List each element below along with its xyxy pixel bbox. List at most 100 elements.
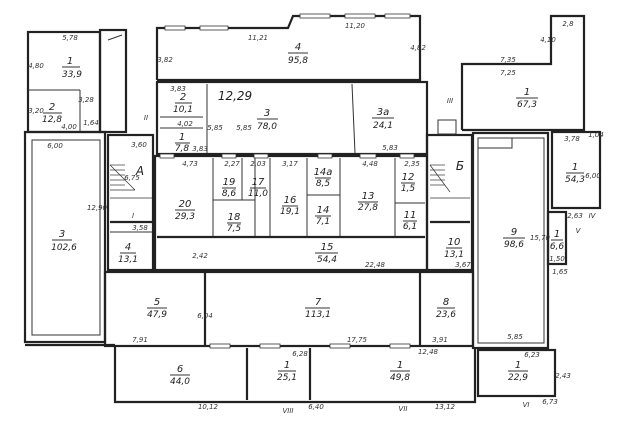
dimension: 3,17 bbox=[282, 160, 298, 168]
dimension: 7,35 bbox=[500, 56, 516, 64]
dimension: 17,75 bbox=[347, 336, 368, 344]
room-4-top: 4 95,8 bbox=[155, 13, 422, 82]
room-number: 13 bbox=[362, 191, 375, 202]
dimension: 7,25 bbox=[500, 69, 516, 77]
section-marker: VI bbox=[523, 401, 530, 409]
room-area: 25,1 bbox=[277, 373, 297, 383]
room-area: 7,8 bbox=[175, 144, 190, 154]
dimension: 12,48 bbox=[418, 348, 439, 356]
dimension: 12,90 bbox=[87, 204, 108, 212]
room-area: 27,8 bbox=[358, 203, 378, 213]
dimension: 4,10 bbox=[540, 36, 556, 44]
room-2-top-left: 2 12,8 bbox=[42, 102, 62, 125]
room-area: 8,5 bbox=[316, 179, 331, 189]
room-1-top-right: 167,3 bbox=[460, 14, 586, 132]
dimension: 5,85 bbox=[207, 124, 223, 132]
room-number: 1 bbox=[397, 360, 403, 371]
dimension: 15,70 bbox=[530, 234, 551, 242]
dimension: 4,82 bbox=[410, 44, 426, 52]
room-area: 6,6 bbox=[550, 242, 565, 252]
dimension: 10,12 bbox=[198, 403, 219, 411]
section-marker: I bbox=[132, 212, 134, 220]
room-number: 1 bbox=[67, 56, 73, 67]
room-area: 7,5 bbox=[227, 224, 242, 234]
room-area: 1,5 bbox=[401, 184, 416, 194]
room-number: 1 bbox=[515, 360, 521, 371]
section-marker: VII bbox=[399, 405, 408, 413]
section-marker: V bbox=[576, 227, 582, 235]
room-number: 15 bbox=[321, 242, 334, 253]
bottom-row bbox=[113, 343, 557, 404]
room-number: 3 bbox=[264, 108, 270, 119]
room-number: 11 bbox=[404, 210, 417, 221]
room-number: 18 bbox=[228, 212, 241, 223]
dimension: 1,50 bbox=[549, 255, 565, 263]
room-1-top-left: 1 33,9 bbox=[26, 30, 102, 134]
stair-label: А bbox=[135, 164, 144, 178]
dimension: 13,12 bbox=[435, 403, 456, 411]
dimension: 5,78 bbox=[62, 34, 78, 42]
dimension-labels: 5,78 4,80 3,20 4,00 1,64 3,28 6,00 12,90… bbox=[28, 20, 604, 411]
dimension: 4,00 bbox=[61, 123, 77, 131]
dimension: 2,42 bbox=[192, 252, 208, 260]
room-area: 33,9 bbox=[62, 70, 82, 80]
dimension: 3,20 bbox=[28, 107, 44, 115]
room-number: 3а bbox=[377, 107, 390, 118]
room-number: 6 bbox=[177, 364, 183, 375]
room-1-bottom-c: 122,9 bbox=[508, 360, 528, 383]
room-number: 17 bbox=[252, 177, 265, 188]
room-area: 78,0 bbox=[257, 122, 277, 132]
dimension: 4,80 bbox=[28, 62, 44, 70]
dimension: 3,78 bbox=[564, 135, 580, 143]
dimension: 6,75 bbox=[124, 174, 140, 182]
dimension: 2,03 bbox=[250, 160, 266, 168]
room-area: 19,1 bbox=[280, 207, 300, 217]
dimension: 2,35 bbox=[404, 160, 420, 168]
dimension: 1,65 bbox=[552, 268, 568, 276]
dimension: 3,83 bbox=[170, 85, 186, 93]
dimension: 3,67 bbox=[455, 261, 471, 269]
dimension: 3,82 bbox=[157, 56, 173, 64]
room-2-top: 2 10,1 bbox=[173, 92, 193, 115]
room-area: 8,6 bbox=[222, 189, 237, 199]
dimension: 5,85 bbox=[236, 124, 252, 132]
dimension: 6,00 bbox=[585, 172, 601, 180]
room-area: 22,9 bbox=[508, 373, 528, 383]
room-number: 12 bbox=[402, 172, 415, 183]
room-1-right: 154,3 bbox=[550, 130, 602, 210]
room-number: 1 bbox=[524, 87, 530, 98]
dimension: 4,02 bbox=[177, 120, 193, 128]
room-12: 121,5 bbox=[401, 172, 416, 194]
room-area: 102,6 bbox=[51, 243, 77, 253]
room-number: 5 bbox=[154, 297, 160, 308]
room-number: 1 bbox=[554, 229, 560, 240]
room-8: 823,6 bbox=[436, 297, 456, 320]
room-number: 16 bbox=[284, 195, 297, 206]
dimension: 1,04 bbox=[588, 131, 604, 139]
room-area: 54,4 bbox=[317, 255, 337, 265]
section-marker: IV bbox=[589, 212, 597, 220]
dimension: 3,60 bbox=[131, 141, 147, 149]
room-number: 1 bbox=[572, 162, 578, 173]
room-number: 2 bbox=[49, 102, 55, 113]
room-number: 2 bbox=[180, 92, 186, 103]
room-area: 12,8 bbox=[42, 115, 62, 125]
dimension: 22,48 bbox=[365, 261, 386, 269]
dimension: 4,73 bbox=[182, 160, 198, 168]
room-area: 95,8 bbox=[288, 56, 308, 66]
room-15: 15 54,4 bbox=[315, 242, 338, 265]
room-area: 98,6 bbox=[504, 240, 524, 250]
room-number: 20 bbox=[179, 199, 192, 210]
dimension: 6,73 bbox=[542, 398, 558, 406]
room-area: 13,1 bbox=[118, 255, 138, 265]
room-6: 644,0 bbox=[170, 364, 190, 387]
room-number: 14 bbox=[317, 205, 330, 216]
room-area: 6,1 bbox=[403, 222, 417, 232]
dimension: 6,23 bbox=[524, 351, 540, 359]
dimension: 6,40 bbox=[308, 403, 324, 411]
section-marker: VIII bbox=[283, 407, 294, 415]
dimension: 2,27 bbox=[224, 160, 240, 168]
dimension: 3,58 bbox=[132, 224, 148, 232]
